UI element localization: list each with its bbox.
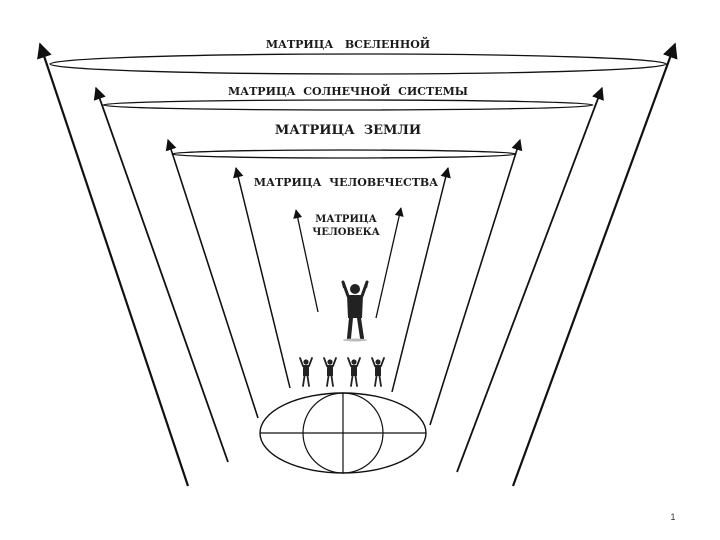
level-earth: МАТРИЦА ЗЕМЛИ xyxy=(168,123,520,425)
human-figure-small xyxy=(324,358,336,386)
level-humanity: МАТРИЦА ЧЕЛОВЕЧЕСТВА xyxy=(236,168,448,392)
universe-ring xyxy=(50,54,666,74)
earth-arrow-right xyxy=(430,140,520,425)
earth-ring xyxy=(172,150,516,158)
human-figure-small xyxy=(372,358,384,386)
solar-system-arrow-right xyxy=(457,88,602,472)
human-figure-small xyxy=(348,358,360,386)
humanity-arrow-right xyxy=(392,168,448,392)
human-figures-group xyxy=(300,358,384,386)
solar-system-ring xyxy=(103,100,593,110)
label-universe: МАТРИЦА ВСЕЛЕННОЙ xyxy=(266,36,430,51)
page-number: 1 xyxy=(670,512,675,522)
human-figure-small xyxy=(300,358,312,386)
label-solar-system: МАТРИЦА СОЛНЕЧНОЙ СИСТЕМЫ xyxy=(228,83,468,98)
person-arrow-left xyxy=(296,210,318,312)
earth-arrow-left xyxy=(168,140,258,418)
label-person-line2: ЧЕЛОВЕКА xyxy=(312,227,380,238)
globe xyxy=(260,393,426,473)
person-arrow-right xyxy=(376,208,401,318)
human-figure-large xyxy=(343,282,367,342)
universe-arrow-left xyxy=(40,44,188,486)
label-earth: МАТРИЦА ЗЕМЛИ xyxy=(275,123,421,138)
label-person-line1: МАТРИЦА xyxy=(315,214,377,225)
level-solar-system: МАТРИЦА СОЛНЕЧНОЙ СИСТЕМЫ xyxy=(96,83,602,472)
label-humanity: МАТРИЦА ЧЕЛОВЕЧЕСТВА xyxy=(254,176,438,189)
humanity-arrow-left xyxy=(236,168,290,388)
